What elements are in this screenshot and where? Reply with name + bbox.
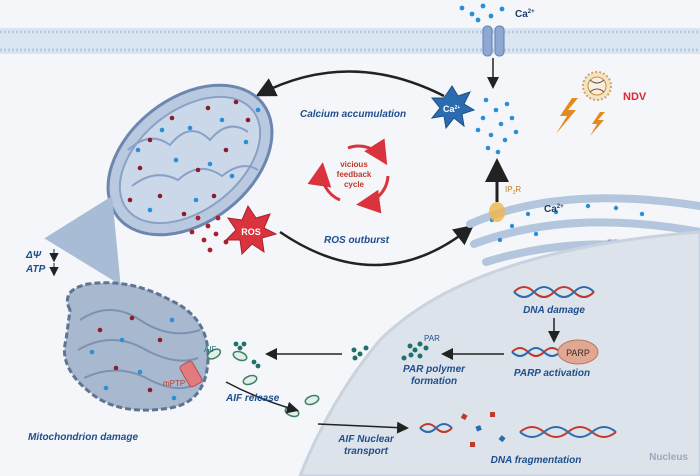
ip3r-receptor-icon [489,202,505,222]
vicious-line-1: vicious [340,160,368,169]
mito-damage-label: Mitochondrion damage [28,432,138,443]
lightning-icon [556,98,605,136]
mitochondrion-damaged [63,281,210,412]
par-cytosol-icon [351,345,369,361]
par-polymer-line-2: formation [411,376,457,387]
ros-burst-icon [224,204,278,256]
aif-nuclear-line-1: AIF Nuclear [337,434,395,445]
mptp-pore-icon [179,360,203,388]
aif-label: AIF [204,345,217,354]
par-polymer-icon [401,341,429,361]
ca-top-label: Ca2+ [515,9,535,20]
mptp-label: mPTP [163,379,185,388]
damaged-mito-blue-dots [89,317,177,401]
ca-burst-icon [430,85,476,130]
calcium-accumulation-label: Calcium accumulation [300,109,406,120]
ca-burst-label: Ca2+ [443,104,460,114]
par-label: PAR [424,334,440,343]
dna-fragmentation-label: DNA fragmentation [491,455,582,466]
atp-label: ATP [25,264,46,275]
calcium-accumulation-arrow [255,70,445,98]
ros-label: ROS [241,227,261,237]
aif-protein-icon [206,348,320,418]
plasma-membrane [0,28,700,54]
parp-dna-icon [511,347,561,357]
vicious-line-2: feedback [337,170,372,179]
parp-activation-label: PARP activation [514,368,590,379]
parp-label: PARP [566,348,590,358]
mito-red-dots [127,99,251,217]
mitochondrion-healthy [106,83,274,237]
delta-psi-label: ΔΨ [25,250,42,261]
par-near-mito-icon [233,341,261,369]
mito-blue-dots [135,107,261,213]
er-calcium-dots [489,203,645,243]
ros-outburst-arrow [279,224,474,267]
dna-damage-icon [513,286,595,298]
ros-outburst-label: ROS outburst [324,235,390,246]
aif-nuclear-arrow [317,421,409,434]
dna-damage-label: DNA damage [523,305,585,316]
ndv-virus-icon [582,71,612,101]
par-polymer-line-1: PAR polymer [403,364,466,375]
ca-er-label: Ca2+ [544,204,564,215]
ros-dots [189,215,229,253]
extracellular-calcium-dots [459,3,505,23]
vicious-line-3: cycle [344,180,365,189]
damage-transition-arrow [44,195,121,285]
aif-release-label: AIF release [225,393,280,404]
cytosolic-calcium-dots [475,97,519,155]
vicious-cycle-icon [307,138,390,214]
aif-nuclear-line-2: transport [344,446,389,457]
dna-shard-icon [460,412,506,447]
ip3r-label: IP3R [505,185,521,196]
parp-enzyme-icon [557,339,599,365]
aif-release-arrow [225,381,299,414]
ndv-label: NDV [623,91,647,103]
calcium-channel [482,25,505,89]
nucleus-label: Nucleus [649,452,688,463]
dna-fragment-icon [419,423,617,438]
